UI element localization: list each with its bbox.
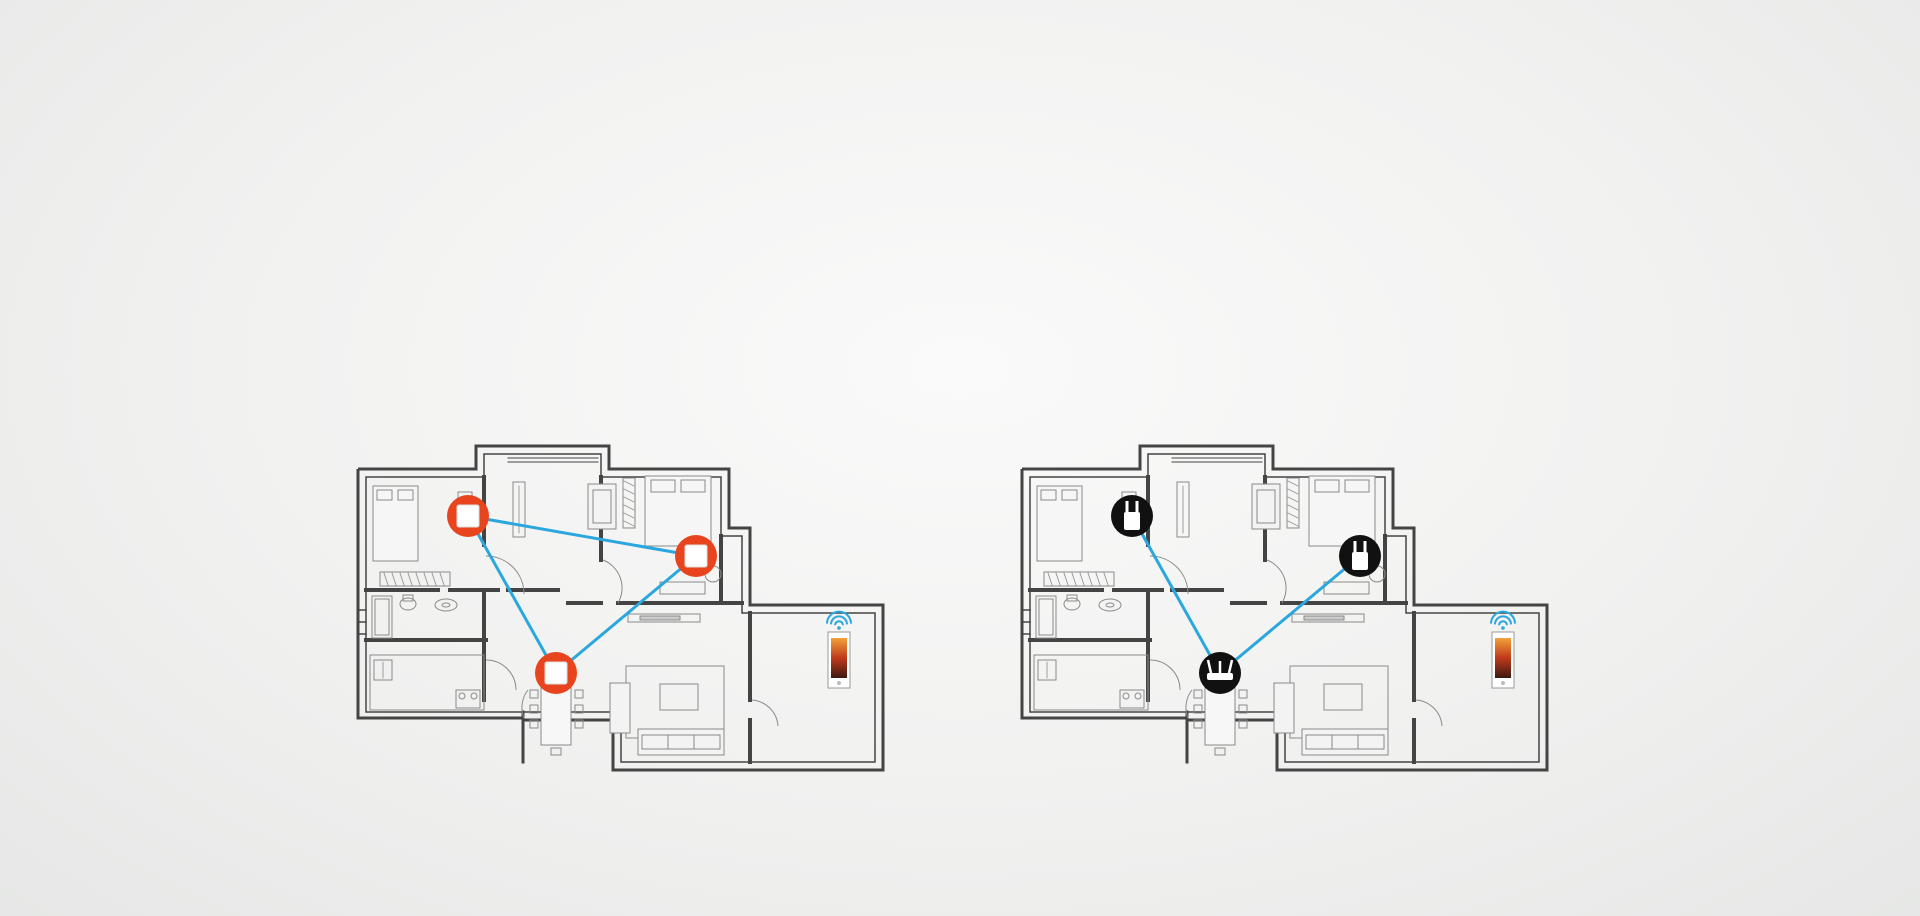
door-arc xyxy=(485,555,525,595)
router-extender-plan xyxy=(1020,444,1549,772)
door-arc xyxy=(1149,555,1189,595)
sink xyxy=(434,598,458,612)
mesh-plan xyxy=(356,444,885,772)
router-icon-dining xyxy=(1199,652,1241,694)
mesh-node-icon-bedroom-left xyxy=(447,495,489,537)
wifi-icon xyxy=(1490,610,1516,630)
door-arc xyxy=(602,559,623,604)
phone-icon xyxy=(1491,631,1515,689)
door-arc xyxy=(751,699,779,727)
router-icon-bedroom-right xyxy=(1339,535,1381,577)
signal-link xyxy=(1219,554,1361,675)
signal-link xyxy=(555,554,697,675)
door-arc xyxy=(1149,659,1181,691)
signal-link xyxy=(1130,515,1222,674)
door-arc xyxy=(1415,699,1443,727)
door-arc xyxy=(485,659,517,691)
toilet xyxy=(399,597,417,611)
door-arc xyxy=(1266,559,1287,604)
toilet xyxy=(1063,597,1081,611)
router-icon-bedroom-left xyxy=(1111,495,1153,537)
door-arc xyxy=(521,689,529,719)
wifi-icon xyxy=(826,610,852,630)
sink xyxy=(1098,598,1122,612)
phone-icon xyxy=(827,631,851,689)
signal-link xyxy=(466,515,558,674)
mesh-node-icon-bedroom-right xyxy=(675,535,717,577)
mesh-node-icon-dining xyxy=(535,652,577,694)
signal-link xyxy=(467,514,697,558)
door-arc xyxy=(1185,689,1193,719)
